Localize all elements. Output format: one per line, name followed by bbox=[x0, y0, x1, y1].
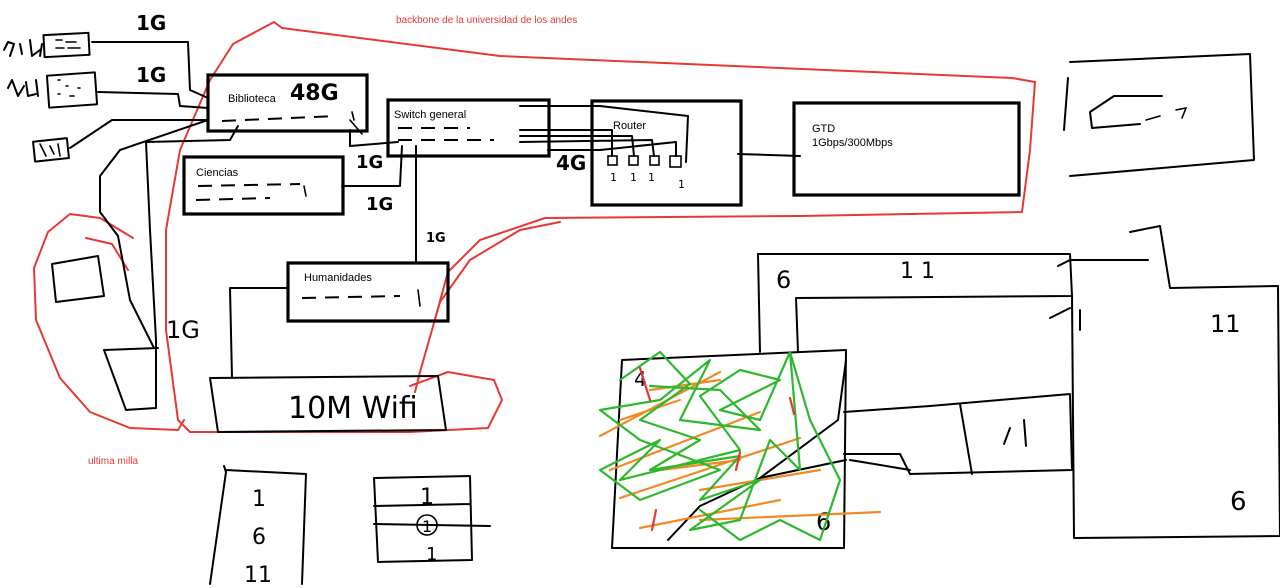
block-a-number-top: 6 bbox=[776, 266, 791, 294]
block-c-number-left: 4 bbox=[634, 367, 647, 391]
sketch-block-b: 11 6 bbox=[843, 225, 1280, 539]
router-port-4 bbox=[669, 155, 682, 168]
gtd-label: GTD bbox=[812, 123, 835, 135]
stack-mid-2: 1 bbox=[422, 517, 432, 536]
router-port-label-2: 1 bbox=[630, 171, 637, 184]
wire-client1-biblioteca bbox=[91, 41, 209, 99]
gtd-speed: 1Gbps/300Mbps bbox=[812, 137, 893, 149]
switch-general-node: Switch general bbox=[386, 98, 551, 158]
link-label-switch-biblioteca: 1G bbox=[356, 152, 383, 173]
client-laptop-1 bbox=[3, 31, 91, 59]
backbone-annotation: backbone de la universidad de los andes bbox=[396, 15, 577, 26]
last-mile-loop bbox=[33, 213, 185, 431]
router-port-3 bbox=[649, 155, 660, 166]
wifi-node: 10M Wifi bbox=[209, 375, 447, 433]
stack-left-2: 6 bbox=[252, 525, 266, 550]
block-b-number-bottom: 6 bbox=[1230, 487, 1247, 517]
link-label-switch-humanidades: 1G bbox=[426, 231, 446, 246]
wifi-label: 10M Wifi bbox=[288, 391, 418, 426]
stack-sketch-left: 1 6 11 bbox=[209, 465, 307, 588]
stack-left-1: 1 bbox=[252, 487, 266, 512]
biblioteca-capacity: 48G bbox=[290, 81, 339, 106]
small-square-sketch bbox=[51, 255, 105, 303]
sketch-block-a: 6 1 1 bbox=[757, 253, 1149, 353]
router-label: Router bbox=[613, 120, 646, 132]
wire-router-gtd bbox=[737, 153, 801, 157]
stack-sketch-mid: 1 1 1 bbox=[373, 475, 491, 565]
scribble-overlay bbox=[598, 350, 882, 542]
router-port-2 bbox=[628, 155, 639, 166]
wire-switch-biblioteca bbox=[349, 129, 399, 147]
ciencias-node: Ciencias bbox=[182, 155, 345, 216]
router-port-1 bbox=[607, 155, 618, 166]
ce-sketch bbox=[1063, 53, 1255, 177]
block-a-number-right: 1 1 bbox=[900, 259, 935, 284]
wire-left-bus bbox=[99, 119, 239, 411]
biblioteca-label: Biblioteca bbox=[228, 93, 277, 105]
stack-left-3: 11 bbox=[244, 563, 272, 588]
router-port-label-1: 1 bbox=[610, 171, 617, 184]
router-port-label-3: 1 bbox=[648, 171, 655, 184]
switch-general-label: Switch general bbox=[394, 109, 466, 121]
link-label-switch-router: 4G bbox=[556, 151, 586, 175]
stack-mid-3: 1 bbox=[426, 544, 437, 565]
wire-client2-biblioteca bbox=[97, 91, 209, 109]
link-label-left-vertical: 1G bbox=[166, 316, 200, 344]
link-label-switch-ciencias: 1G bbox=[366, 194, 393, 215]
humanidades-label: Humanidades bbox=[304, 272, 372, 284]
ciencias-label: Ciencias bbox=[196, 167, 239, 179]
last-mile-annotation: ultima milla bbox=[88, 456, 138, 467]
wire-humanidades-wifi bbox=[229, 287, 289, 379]
wire-switch-ciencias bbox=[341, 145, 403, 187]
router-node: Router 1 1 1 1 bbox=[590, 99, 743, 207]
humanidades-node: Humanidades bbox=[286, 261, 450, 323]
router-port-label-4: 1 bbox=[678, 178, 685, 191]
biblioteca-node: Biblioteca 48G bbox=[206, 73, 369, 135]
link-label-top-1: 1G bbox=[136, 11, 166, 35]
wire-switch-router-bundle bbox=[519, 105, 689, 163]
link-label-top-2: 1G bbox=[136, 63, 166, 87]
block-b-number-right: 11 bbox=[1210, 310, 1241, 338]
gtd-node: GTD 1Gbps/300Mbps bbox=[792, 101, 1021, 197]
stack-mid-1: 1 bbox=[420, 485, 434, 510]
wire-client3-biblioteca bbox=[69, 119, 209, 149]
client-device-3 bbox=[32, 137, 70, 163]
client-laptop-2 bbox=[7, 71, 99, 109]
